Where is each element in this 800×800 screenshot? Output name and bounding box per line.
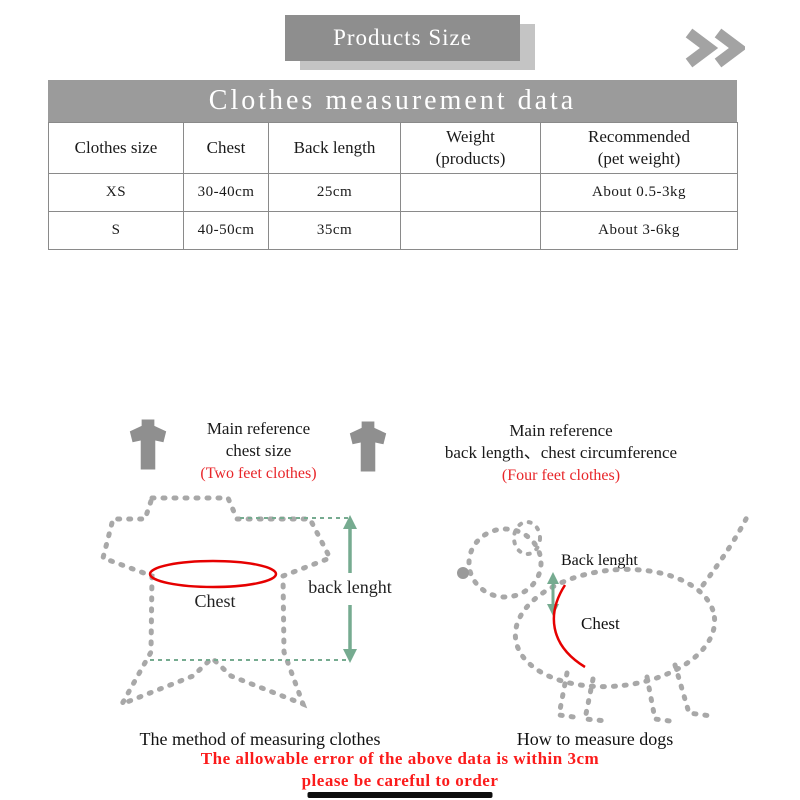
cell-weight [400, 211, 541, 250]
dog-measure-diagram: Back lenght Chest [457, 514, 750, 725]
chest-measure-curve [552, 584, 586, 669]
arrow-up-head [343, 515, 357, 529]
cell-recommended: About 0.5-3kg [540, 173, 738, 212]
right-caption: How to measure dogs [516, 729, 674, 749]
chest-measure-ellipse [148, 559, 278, 589]
heading-line: Main reference [509, 421, 613, 440]
dog-front-leg [556, 670, 584, 721]
col-header-recommended: Recommended (pet weight) [540, 122, 738, 174]
back-length-label: Back lenght [561, 552, 638, 569]
table-row-s: S 40-50cm 35cm About 3-6kg [48, 211, 738, 250]
heading-line: chest size [225, 441, 292, 461]
heading-line-red: (Four feet clothes) [501, 466, 621, 484]
double-chevron-right-icon [683, 28, 748, 73]
dog-head-outline [466, 526, 544, 600]
chest-label: Chest [194, 591, 235, 611]
arrow-up-head [547, 572, 559, 584]
dog-front-leg [582, 676, 610, 724]
col-header-clothes-size: Clothes size [48, 122, 184, 174]
cell-back-length: 25cm [268, 173, 401, 212]
garment-outline [100, 495, 334, 709]
two-feet-garment-icon [128, 418, 168, 477]
dog-body-outline [512, 566, 718, 690]
heading-line-red: (Two feet clothes) [200, 464, 317, 482]
col-header-back-length: Back length [268, 122, 401, 174]
dog-back-leg [672, 662, 714, 719]
table-row-xs: XS 30-40cm 25cm About 0.5-3kg [48, 173, 738, 212]
clothes-measure-diagram: Chest back lenght [100, 495, 392, 709]
cell-size: S [48, 211, 184, 250]
arrow-down-head [343, 649, 357, 663]
heading-line: back length、chest circumference [444, 443, 678, 463]
cell-weight [400, 173, 541, 212]
col-header-chest: Chest [183, 122, 269, 174]
bottom-bar [307, 792, 493, 798]
heading-line: Main reference [206, 419, 311, 438]
banner-label: Products Size [285, 15, 520, 61]
dog-back-leg [644, 674, 680, 725]
size-table: Clothes measurement data Clothes size Ch… [48, 80, 738, 250]
warning-line-1: The allowable error of the above data is… [200, 749, 600, 768]
table-title: Clothes measurement data [48, 80, 737, 122]
two-feet-heading: Main reference chest size (Two feet clot… [128, 418, 341, 484]
dog-nose [457, 567, 469, 579]
cell-size: XS [48, 173, 184, 212]
back-length-label: back lenght [308, 577, 391, 597]
cell-chest: 30-40cm [183, 173, 269, 212]
cell-recommended: About 3-6kg [540, 211, 738, 250]
col-header-weight: Weight (products) [400, 122, 541, 174]
left-caption: The method of measuring clothes [139, 729, 381, 749]
dog-ear-outline [512, 520, 542, 556]
four-feet-garment-icon [348, 420, 388, 479]
chest-label: Chest [581, 614, 620, 633]
warning-line-2: please be careful to order [301, 771, 499, 790]
dog-tail-outline [700, 514, 750, 588]
four-feet-heading: Main reference back length、chest circumf… [348, 420, 726, 486]
cell-chest: 40-50cm [183, 211, 269, 250]
products-size-banner: Products Size [285, 15, 535, 70]
cell-back-length: 35cm [268, 211, 401, 250]
measurement-table: Clothes size Chest Back length Weight (p… [48, 122, 738, 250]
